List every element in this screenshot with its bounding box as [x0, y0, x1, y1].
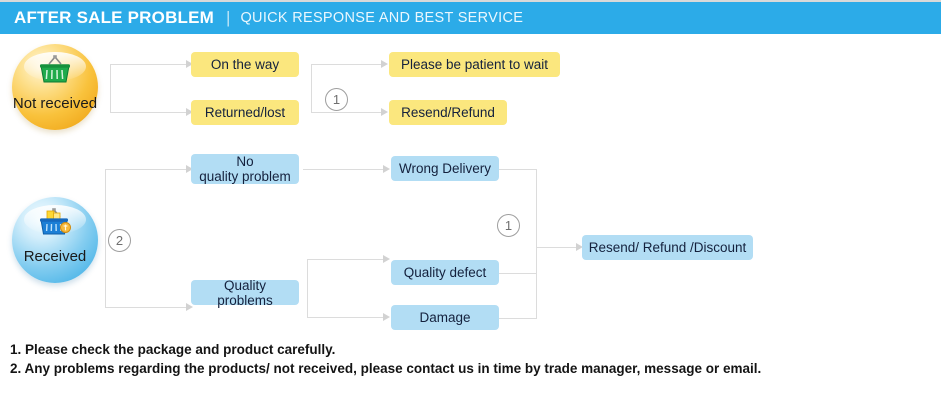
notes-section: 1. Please check the package and product … — [10, 340, 930, 378]
shopping-basket-icon — [12, 54, 98, 92]
top-divider — [0, 0, 941, 2]
page-title: AFTER SALE PROBLEM — [14, 8, 215, 27]
header-bar: AFTER SALE PROBLEM | QUICK RESPONSE AND … — [0, 2, 941, 34]
connector-damage-out — [499, 318, 537, 319]
node-please-be-patient-label: Please be patient to wait — [400, 57, 549, 72]
connector-not-received-vertical — [110, 64, 111, 112]
connector-quality-defect-out — [499, 273, 537, 274]
arrow-to-wrong-delivery — [383, 165, 390, 173]
connector-no-quality-to-wrong-delivery — [303, 169, 385, 170]
node-damage: Damage — [391, 305, 499, 330]
node-not-received: Not received — [12, 44, 98, 130]
arrow-to-resend-refund — [381, 108, 388, 116]
connector-converge-vertical — [536, 169, 537, 318]
node-quality-problems: Quality problems — [191, 277, 299, 308]
node-resend-refund-label: Resend/Refund — [401, 105, 495, 120]
node-not-received-label: Not received — [12, 95, 98, 112]
connector-received-vertical — [105, 169, 106, 307]
connector-to-resend-refund — [311, 112, 383, 113]
node-on-the-way: On the way — [191, 52, 299, 77]
note-item: 1. Please check the package and product … — [10, 342, 336, 357]
connector-quality-problems-vertical — [307, 259, 308, 317]
shopping-basket-filled-icon — [12, 207, 98, 245]
connector-to-damage — [307, 317, 385, 318]
arrow-to-on-the-way — [186, 60, 193, 68]
node-quality-problems-label: Quality problems — [217, 277, 273, 308]
marker-one-top: 1 — [325, 88, 348, 111]
marker-two-left: 2 — [108, 229, 131, 252]
header-divider: | — [226, 8, 231, 27]
node-no-quality-problem-label-line2: quality problem — [199, 169, 291, 184]
node-returned-lost-label: Returned/lost — [204, 105, 286, 120]
connector-received-to-no-quality — [105, 169, 188, 170]
note-item: 2. Any problems regarding the products/ … — [10, 361, 762, 376]
connector-to-please-wait — [311, 64, 383, 65]
node-received-label: Received — [23, 248, 87, 265]
node-resend-refund-discount-label: Resend/ Refund /Discount — [588, 240, 747, 255]
node-resend-refund: Resend/Refund — [389, 100, 507, 125]
node-quality-defect: Quality defect — [391, 260, 499, 285]
node-resend-refund-discount: Resend/ Refund /Discount — [582, 235, 753, 260]
arrow-to-please-wait — [381, 60, 388, 68]
header-subtitle: QUICK RESPONSE AND BEST SERVICE — [240, 10, 524, 26]
connector-yellow-mid-vertical — [311, 64, 312, 112]
node-quality-defect-label: Quality defect — [403, 265, 487, 280]
connector-not-received-to-ontheway — [110, 64, 188, 65]
node-no-quality-problem-label-line1: No — [236, 154, 254, 169]
node-returned-lost: Returned/lost — [191, 100, 299, 125]
marker-one-right: 1 — [497, 214, 520, 237]
node-wrong-delivery: Wrong Delivery — [391, 156, 499, 181]
connector-to-quality-defect — [307, 259, 385, 260]
node-wrong-delivery-label: Wrong Delivery — [398, 161, 492, 176]
arrow-to-no-quality-problem — [186, 165, 193, 173]
arrow-to-quality-defect — [383, 255, 390, 263]
connector-wrong-delivery-out — [499, 169, 537, 170]
connector-converge-to-resolution — [536, 247, 578, 248]
arrow-to-quality-problems — [186, 303, 193, 311]
node-no-quality-problem: No quality problem — [191, 154, 299, 184]
node-please-be-patient: Please be patient to wait — [389, 52, 560, 77]
arrow-to-resend-refund-discount — [576, 243, 583, 251]
node-received: Received — [12, 197, 98, 283]
node-damage-label: Damage — [419, 310, 471, 325]
node-on-the-way-label: On the way — [210, 57, 280, 72]
connector-received-to-quality-problems — [105, 307, 188, 308]
arrow-to-returned-lost — [186, 108, 193, 116]
connector-not-received-to-returned — [110, 112, 188, 113]
arrow-to-damage — [383, 313, 390, 321]
